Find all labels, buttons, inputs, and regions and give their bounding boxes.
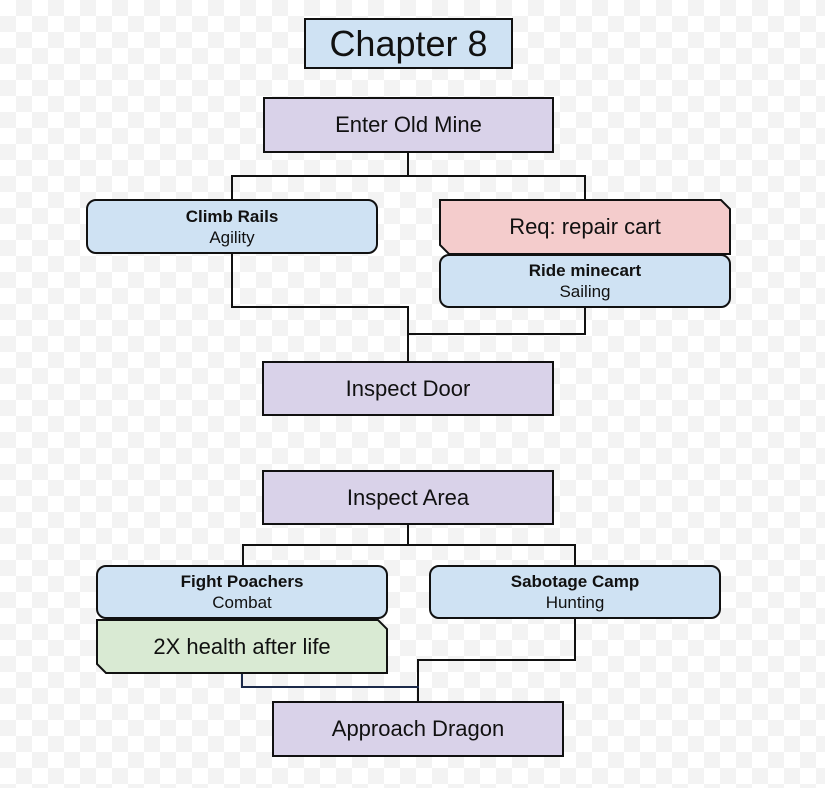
connector [241,672,243,688]
node-reward-health[interactable]: 2X health after life [96,619,388,674]
reward-shape [96,619,388,674]
connector [574,544,576,566]
node-label: Approach Dragon [331,716,505,741]
node-skill: Sailing [559,282,611,301]
node-label: 2X health after life [153,633,331,659]
connector [407,523,409,545]
node-label: Enter Old Mine [335,112,482,137]
connector [231,175,233,200]
node-enter-old-mine[interactable]: Enter Old Mine [263,97,554,153]
connector [231,253,233,308]
connector [242,544,576,546]
connector [574,618,576,661]
connector [231,306,409,308]
node-name: Sabotage Camp [510,572,640,591]
node-climb-rails[interactable]: Climb Rails Agility [86,199,378,254]
node-name: Climb Rails [185,206,279,226]
requirement-shape [439,199,731,255]
node-skill: Hunting [545,593,605,612]
connector [407,333,586,335]
connector [241,686,419,688]
connector [231,175,586,177]
node-label: Req: repair cart [509,214,661,239]
connector [242,544,244,566]
connector [584,175,586,200]
node-name: Fight Poachers [180,572,304,591]
node-sabotage-camp[interactable]: Sabotage Camp Hunting [429,565,721,619]
connector [584,307,586,335]
chapter-title: Chapter 8 [304,18,513,69]
node-skill: Agility [209,227,255,247]
node-name: Ride minecart [528,261,642,280]
node-skill: Combat [212,593,272,612]
chapter-title-text: Chapter 8 [329,22,488,64]
node-label: Inspect Area [346,484,470,510]
node-label: Inspect Door [345,375,471,401]
node-inspect-door[interactable]: Inspect Door [262,361,554,416]
connector [417,659,419,702]
connector [417,659,576,661]
node-requirement-repair-cart[interactable]: Req: repair cart [439,199,731,255]
node-approach-dragon[interactable]: Approach Dragon [272,701,564,757]
node-ride-minecart[interactable]: Ride minecart Sailing [439,254,731,308]
node-inspect-area[interactable]: Inspect Area [262,470,554,525]
node-fight-poachers[interactable]: Fight Poachers Combat [96,565,388,619]
connector [407,152,409,176]
